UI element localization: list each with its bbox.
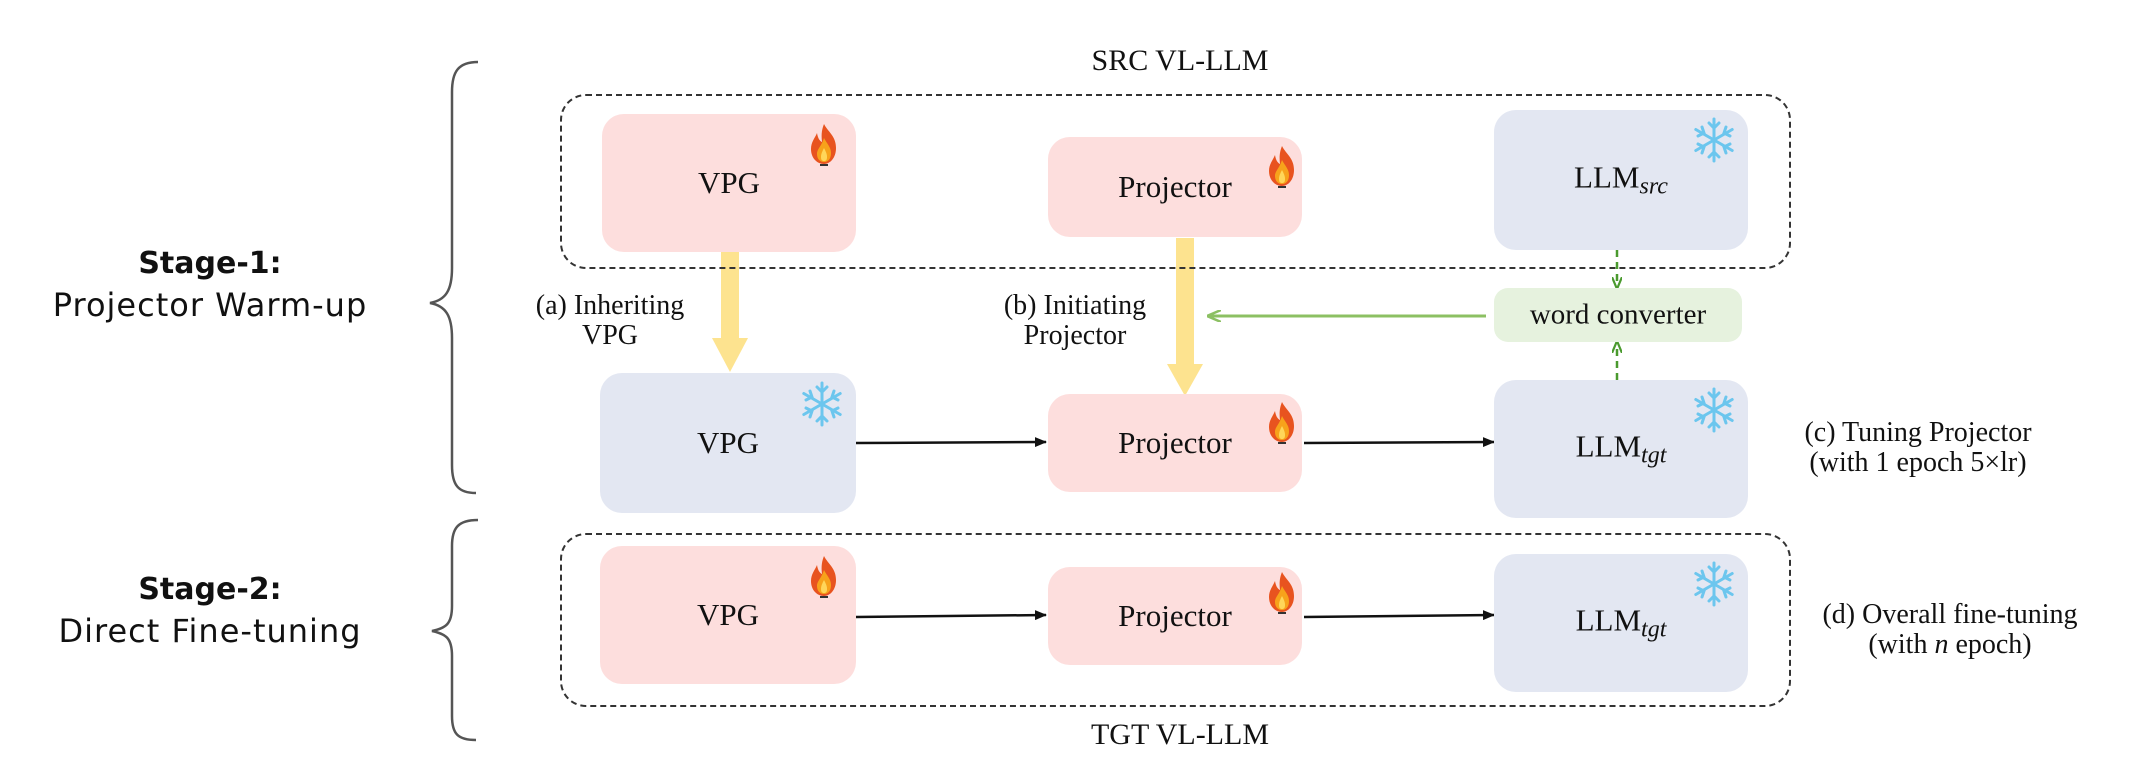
stage2-vpg-box: VPG	[600, 546, 856, 684]
stage2-projector-box: Projector	[1048, 567, 1302, 665]
inherit-projector-arrow	[1167, 238, 1203, 396]
annotation-b-line1: (b) Initiating	[1003, 290, 1147, 321]
src-vl-llm-frame	[560, 94, 1791, 269]
fire-icon	[811, 124, 836, 166]
src-projector-box: Projector	[1048, 137, 1302, 237]
snowflake-icon	[1694, 117, 1734, 163]
stage1-brace	[429, 60, 479, 495]
stage1-subtitle: Projector Warm-up	[52, 286, 368, 324]
word-converter-label: word converter	[1529, 298, 1707, 331]
stage1-llm-label: LLMtgt	[1575, 428, 1667, 469]
stage1-projector-label: Projector	[1118, 425, 1232, 460]
src-llm-label: LLMsrc	[1574, 159, 1668, 200]
inherit-vpg-arrow	[712, 252, 748, 372]
annotation-a-line1: (a) Inheriting	[535, 290, 685, 321]
stage2-llm-box: LLMtgt	[1494, 554, 1748, 692]
projector-to-llm-arrow-stage2	[1303, 610, 1495, 621]
snowflake-icon	[802, 381, 842, 427]
annotation-a: (a) Inheriting VPG	[500, 291, 720, 351]
src-vl-llm-title: SRC VL-LLM	[1091, 44, 1269, 77]
stage2-llm-label: LLMtgt	[1575, 602, 1667, 643]
src-vpg-label: VPG	[697, 165, 760, 200]
fire-icon	[1269, 572, 1294, 614]
stage2-vpg-label: VPG	[696, 597, 759, 632]
annotation-c-line1: (c) Tuning Projector	[1804, 417, 2032, 448]
vpg-to-projector-arrow-stage1	[855, 437, 1047, 448]
annotation-a-line2: VPG	[581, 320, 638, 351]
annotation-c: (c) Tuning Projector (with 1 epoch 5×lr)	[1768, 418, 2068, 478]
annotation-d-line1: (d) Overall fine-tuning	[1822, 599, 2078, 630]
src-vpg-box: VPG	[602, 114, 856, 252]
snowflake-icon	[1694, 387, 1734, 433]
stage2-subtitle: Direct Fine-tuning	[58, 612, 362, 650]
stage2-heading: Stage-2:	[138, 572, 282, 607]
annotation-c-line2: (with 1 epoch 5×lr)	[1809, 447, 2027, 478]
annotation-d-line2: (with n epoch)	[1868, 629, 2032, 660]
snowflake-icon	[1694, 561, 1734, 607]
tgt-vl-llm-title: TGT VL-LLM	[1090, 718, 1270, 751]
stage2-projector-label: Projector	[1118, 598, 1232, 633]
projector-to-llm-arrow-stage1	[1303, 437, 1495, 448]
src-projector-label: Projector	[1118, 169, 1232, 204]
stage1-projector-box: Projector	[1048, 394, 1302, 492]
stage1-vpg-label: VPG	[696, 425, 759, 460]
tgt-vl-llm-frame	[560, 533, 1791, 707]
fire-icon	[1269, 146, 1294, 188]
word-converter-box: word converter	[1494, 288, 1742, 342]
stage2-brace	[431, 518, 479, 742]
fire-icon	[1269, 402, 1294, 444]
annotation-d: (d) Overall fine-tuning (with n epoch)	[1800, 600, 2100, 660]
fire-icon	[811, 556, 836, 598]
annotation-b: (b) Initiating Projector	[970, 291, 1180, 351]
stage1-llm-box: LLMtgt	[1494, 380, 1748, 518]
annotation-b-line2: Projector	[1023, 320, 1127, 351]
vpg-to-projector-arrow-stage2	[855, 610, 1047, 621]
stage1-heading: Stage-1:	[138, 246, 282, 281]
